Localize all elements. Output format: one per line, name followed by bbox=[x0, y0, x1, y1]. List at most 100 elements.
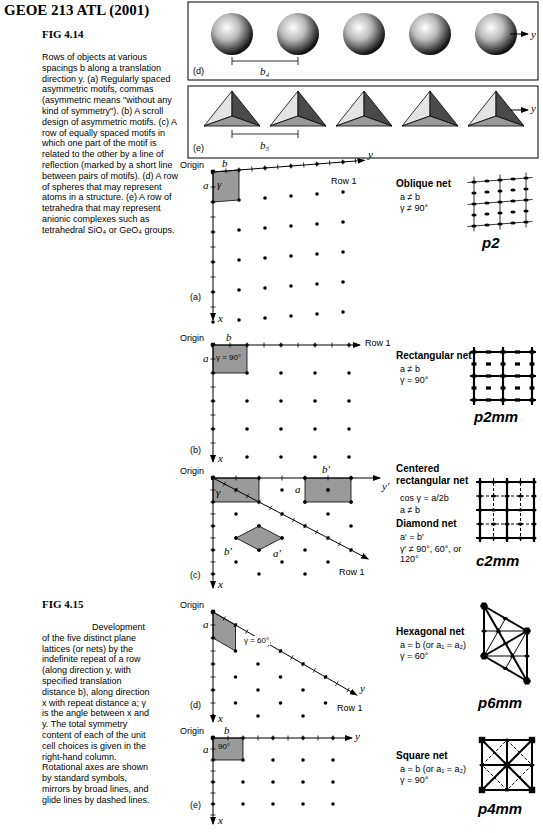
lattice-point bbox=[315, 282, 319, 286]
lattice-point bbox=[263, 316, 267, 320]
twofold-axis bbox=[501, 398, 506, 401]
axis-letter: γ bbox=[216, 486, 220, 499]
lattice-point bbox=[257, 572, 261, 576]
lattice-point bbox=[234, 701, 238, 705]
lattice-point bbox=[349, 500, 353, 504]
lattice-point bbox=[303, 500, 307, 504]
lattice-point bbox=[279, 371, 283, 375]
axis-tick bbox=[211, 677, 216, 678]
lattice-point bbox=[301, 758, 305, 762]
panel-frame bbox=[188, 86, 538, 158]
lattice-point bbox=[280, 560, 284, 564]
axis-tick bbox=[332, 343, 333, 348]
twofold-axis bbox=[515, 362, 520, 365]
sphere bbox=[277, 13, 319, 55]
axis-tick bbox=[211, 793, 216, 794]
axis-tick bbox=[211, 550, 216, 551]
mirror-line bbox=[484, 631, 527, 632]
lattice-point bbox=[301, 714, 305, 718]
axis-line bbox=[213, 345, 214, 462]
axis-tick bbox=[225, 169, 226, 174]
unit-cell bbox=[213, 170, 239, 202]
axis-tick bbox=[318, 736, 319, 741]
axis-letter: a bbox=[203, 179, 209, 192]
lattice-point bbox=[263, 226, 267, 230]
axis-tick bbox=[315, 343, 316, 348]
twofold-axis bbox=[501, 362, 506, 365]
twofold-axis bbox=[518, 508, 523, 511]
lattice-point bbox=[280, 512, 284, 516]
twofold-axis bbox=[503, 667, 508, 670]
axis-tick bbox=[246, 629, 249, 633]
lattice-point bbox=[303, 524, 307, 528]
axis-letter: a bbox=[203, 618, 209, 631]
dimension-tick bbox=[298, 57, 299, 65]
lattice-point bbox=[237, 258, 241, 262]
twofold-axis bbox=[472, 362, 477, 365]
axis-line bbox=[213, 478, 214, 588]
axis-tick bbox=[258, 500, 260, 504]
twofold-axis bbox=[471, 180, 476, 183]
axis-tick bbox=[211, 387, 216, 388]
page-title: GEOE 213 ATL (2001) bbox=[4, 2, 149, 19]
axis-letter: y bbox=[531, 28, 536, 41]
twofold-axis bbox=[471, 213, 476, 216]
threefold-axis bbox=[496, 628, 502, 633]
axis-letter: b bbox=[226, 331, 232, 344]
axis-letter: a bbox=[203, 743, 209, 756]
lattice-point bbox=[341, 280, 345, 284]
lattice-point bbox=[280, 536, 284, 540]
twofold-axis bbox=[471, 202, 476, 205]
twofold-axis bbox=[501, 350, 506, 353]
axis-tick bbox=[211, 815, 216, 816]
twofold-axis bbox=[486, 398, 491, 401]
twofold-axis bbox=[497, 211, 502, 214]
axis-tick bbox=[211, 749, 216, 750]
axis-tick bbox=[302, 662, 305, 666]
twofold-axis bbox=[504, 508, 509, 511]
figure-number: FIG 4.15 bbox=[42, 598, 84, 611]
lattice-point bbox=[279, 427, 283, 431]
axis-tick bbox=[327, 536, 329, 540]
axis-line bbox=[213, 160, 365, 172]
dimension-line bbox=[232, 61, 298, 62]
lattice-point bbox=[271, 758, 275, 762]
axis-tick bbox=[336, 681, 339, 685]
axis-tick bbox=[329, 161, 330, 166]
axis-tick bbox=[230, 343, 231, 348]
fourfold-axis bbox=[479, 787, 485, 793]
axis-tick bbox=[211, 490, 216, 491]
mirror-line bbox=[482, 739, 532, 741]
sixfold-axis bbox=[480, 603, 488, 610]
angle-label: γ = 90° bbox=[216, 353, 241, 362]
lattice-point bbox=[315, 312, 319, 316]
annotation-label: a ≠ b bbox=[400, 364, 420, 374]
twofold-axis bbox=[486, 374, 491, 377]
axis-tick bbox=[211, 232, 216, 233]
axis-letter: b bbox=[222, 157, 228, 170]
twofold-axis bbox=[486, 362, 491, 365]
annotation-label: Origin bbox=[180, 726, 204, 736]
plane-group-symbol: p6mm bbox=[478, 694, 522, 711]
twofold-axis bbox=[523, 187, 528, 190]
twofold-axis bbox=[504, 738, 509, 741]
lattice-point bbox=[347, 371, 351, 375]
axis-tick bbox=[211, 359, 216, 360]
twofold-axis bbox=[497, 189, 502, 192]
axis-tick bbox=[223, 616, 226, 620]
twofold-axis bbox=[515, 398, 520, 401]
axis-tick bbox=[236, 476, 237, 481]
axis-tick bbox=[211, 415, 216, 416]
annotation-label: (d) bbox=[193, 66, 204, 76]
axis-tick bbox=[211, 771, 216, 772]
mirror-line bbox=[470, 375, 536, 377]
axis-tick bbox=[211, 247, 216, 248]
twofold-axis bbox=[486, 350, 491, 353]
lattice-point bbox=[289, 224, 293, 228]
unit-cell bbox=[305, 478, 351, 502]
axis-tick bbox=[288, 736, 289, 741]
lattice-point bbox=[326, 560, 330, 564]
dimension-tick bbox=[232, 130, 233, 138]
glide-line bbox=[482, 740, 507, 765]
